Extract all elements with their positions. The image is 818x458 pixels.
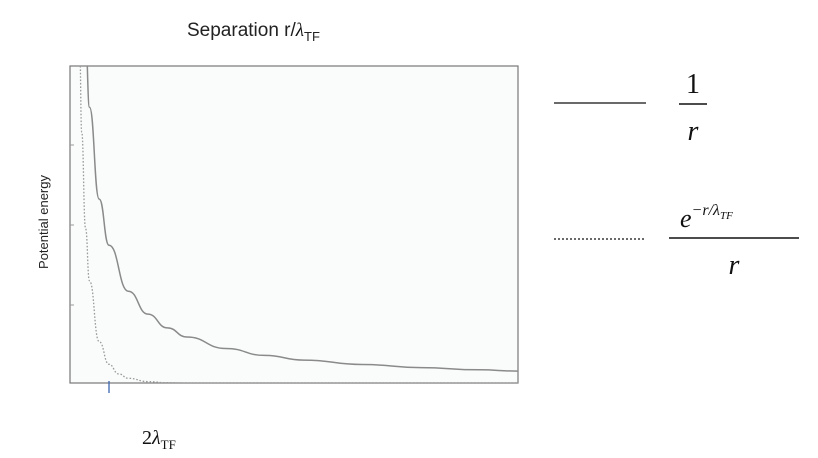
series-screened-line bbox=[79, 66, 518, 383]
x-tick-coef: 2 bbox=[142, 427, 152, 449]
x-axis-title: Separation r/λTF bbox=[187, 20, 320, 44]
x-tick-lambda: λ bbox=[151, 427, 161, 449]
legend-denominator: r bbox=[729, 250, 740, 281]
plot-area bbox=[69, 65, 519, 384]
legend-entry-screened: e−r/λTF r bbox=[554, 202, 799, 281]
x-axis-title-subscript: TF bbox=[304, 29, 320, 44]
legend-denominator: r bbox=[688, 116, 699, 147]
x-tick-label: 2λTF bbox=[142, 427, 176, 452]
legend-exponent: −r/λ bbox=[692, 202, 720, 219]
legend-exponent-subscript: TF bbox=[720, 210, 733, 222]
x-axis-title-lambda: λ bbox=[295, 20, 304, 41]
y-axis-ticks bbox=[70, 144, 74, 306]
legend-numerator: 1 bbox=[686, 69, 700, 100]
x-axis-title-main: Separation r/ bbox=[187, 20, 297, 41]
series-group bbox=[79, 66, 518, 383]
legend-exp-base: e bbox=[680, 204, 692, 233]
legend-entry-coulomb: 1 r bbox=[554, 69, 707, 147]
x-tick-subscript: TF bbox=[161, 437, 176, 452]
legend-numerator: e−r/λTF bbox=[680, 202, 733, 233]
y-axis-title: Potential energy bbox=[36, 175, 51, 269]
series-coulomb-line bbox=[86, 66, 518, 372]
